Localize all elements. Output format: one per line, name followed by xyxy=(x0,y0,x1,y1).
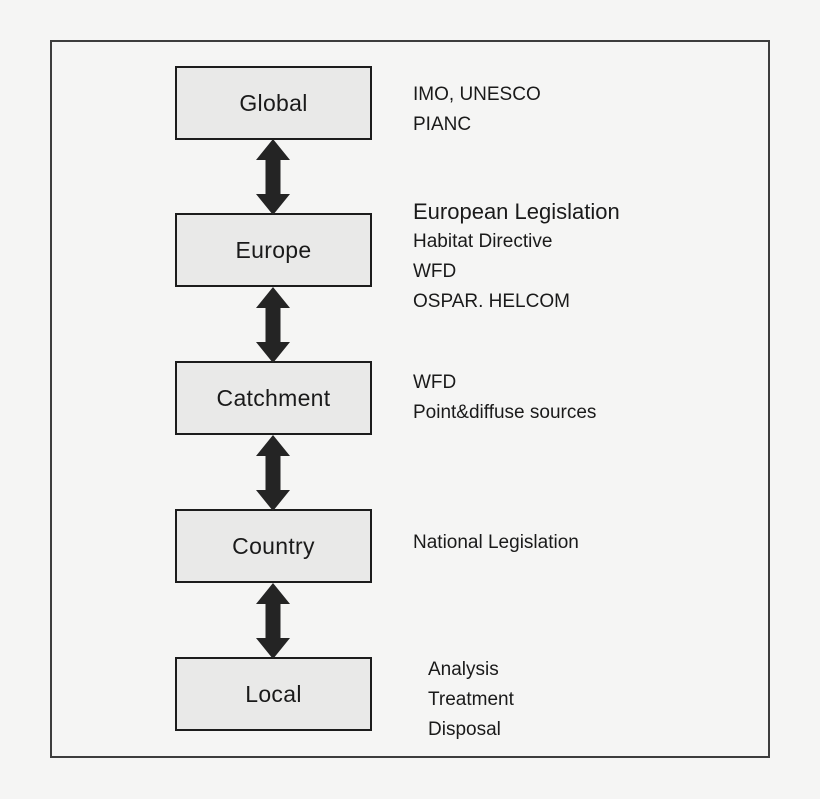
annotation-line: PIANC xyxy=(413,114,472,135)
level-label-europe: Europe xyxy=(235,236,312,263)
double-arrow-icon xyxy=(256,287,290,363)
annotation-catchment: WFD Point&diffuse sources xyxy=(413,368,596,428)
annotation-line: OSPAR. HELCOM xyxy=(413,291,570,312)
level-label-global: Global xyxy=(239,89,308,116)
annotation-line: WFD xyxy=(413,261,457,282)
annotation-line: IMO, UNESCO xyxy=(413,84,541,105)
annotation-line: Disposal xyxy=(428,719,501,740)
annotation-line: Habitat Directive xyxy=(413,231,553,252)
annotation-line: Treatment xyxy=(428,689,514,710)
annotation-line: National Legislation xyxy=(413,532,579,553)
level-label-catchment: Catchment xyxy=(216,384,331,411)
double-arrow-icon xyxy=(256,435,290,511)
level-box-country: Country xyxy=(175,509,372,583)
annotation-local: Analysis Treatment Disposal xyxy=(428,655,514,745)
level-label-country: Country xyxy=(232,532,315,559)
level-box-global: Global xyxy=(175,66,372,140)
annotation-line: WFD xyxy=(413,372,457,393)
double-arrow-icon xyxy=(256,583,290,659)
level-label-local: Local xyxy=(245,680,302,707)
annotation-line: Point&diffuse sources xyxy=(413,402,597,423)
level-box-local: Local xyxy=(175,657,372,731)
annotation-line: Analysis xyxy=(428,659,499,680)
level-box-catchment: Catchment xyxy=(175,361,372,435)
annotation-europe: European Legislation Habitat Directive W… xyxy=(413,196,620,317)
diagram-frame: Global Europe Catchment Country Local IM xyxy=(50,40,770,758)
level-box-europe: Europe xyxy=(175,213,372,287)
double-arrow-icon xyxy=(256,139,290,215)
annotation-heading: European Legislation xyxy=(413,199,620,224)
annotation-global: IMO, UNESCO PIANC xyxy=(413,80,541,140)
annotation-country: National Legislation xyxy=(413,528,579,558)
